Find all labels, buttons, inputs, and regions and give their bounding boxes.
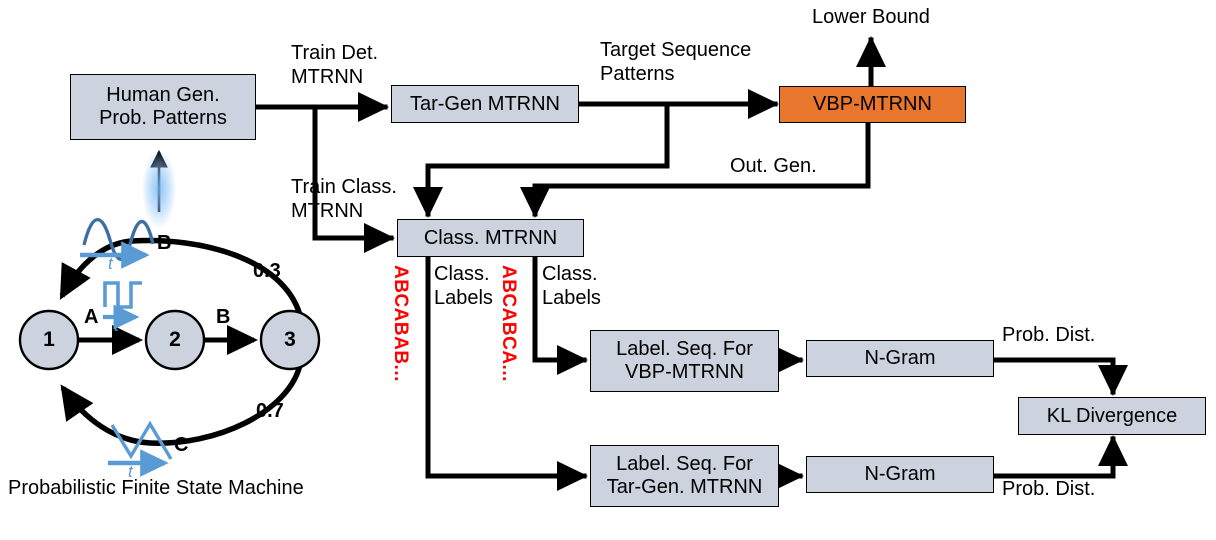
waveform-triangle: [108, 420, 173, 477]
node-vbp-mtrnn-label: VBP-MTRNN: [813, 93, 932, 115]
edge-label-prob-dist-bottom: Prob. Dist.: [1002, 478, 1096, 500]
node-kl-divergence[interactable]: KL Divergence: [1018, 397, 1206, 435]
edge-label-target-seq: Target Sequence Patterns: [600, 39, 752, 85]
fsm-state-label-2: 2: [169, 328, 181, 351]
edge-targen-feedback: [413, 101, 670, 218]
edge-prob-dist-bottom: [990, 435, 1128, 479]
node-ngram-top[interactable]: N-Gram: [806, 340, 994, 377]
node-label-seq-vbp-label: Label. Seq. For VBP-MTRNN: [616, 338, 753, 383]
node-tar-gen-mtrnn-label: Tar-Gen MTRNN: [409, 92, 560, 115]
glow-highlight: [142, 150, 176, 228]
edge-prob-dist-top: [990, 357, 1128, 396]
node-human-gen[interactable]: Human Gen. Prob. Patterns: [70, 74, 256, 140]
edge-label-prob-dist-top: Prob. Dist.: [1002, 324, 1096, 346]
fsm-caption: Probabilistic Finite State Machine: [8, 477, 304, 499]
node-ngram-top-label: N-Gram: [864, 347, 936, 369]
sequence-label-right: ABCABCA...: [498, 265, 519, 382]
node-human-gen-label: Human Gen. Prob. Patterns: [99, 84, 227, 129]
edge-label-lower-bound: Lower Bound: [812, 6, 930, 28]
fsm-transition-symbol-b: B: [216, 306, 231, 328]
node-ngram-bottom-label: N-Gram: [864, 463, 936, 485]
edge-label-train-class: Train Class. MTRNN: [291, 176, 397, 222]
waveform-square: [103, 281, 142, 330]
fsm-state-label-3: 3: [284, 328, 296, 351]
node-class-mtrnn[interactable]: Class. MTRNN: [397, 219, 584, 257]
fsm-state-circle-1: [18, 309, 80, 371]
waveform-axis-label-square: t: [114, 316, 119, 335]
fsm-transition-prob-07: 0.7: [256, 400, 284, 422]
waveform-axis-label-sine: t: [108, 254, 113, 273]
fsm-transition-symbol-a: A: [84, 306, 99, 328]
node-label-seq-tar[interactable]: Label. Seq. For Tar-Gen. MTRNN: [590, 445, 779, 507]
node-label-seq-tar-label: Label. Seq. For Tar-Gen. MTRNN: [606, 453, 763, 498]
waveform-symbol-b: B: [157, 232, 172, 254]
fsm-graph: [18, 237, 321, 446]
edge-label-class-labels-right: Class. Labels: [542, 263, 601, 309]
waveform-symbol-c: C: [174, 434, 189, 456]
fsm-state-circle-2: [144, 309, 206, 371]
fsm-edge-3-to-1-bottom: [60, 364, 303, 446]
edge-out-gen: [520, 119, 871, 218]
edge-label-out-gen: Out. Gen.: [730, 155, 817, 177]
edge-train-class: [312, 104, 395, 253]
waveform-axis-label-triangle: t: [128, 462, 133, 481]
node-kl-divergence-label: KL Divergence: [1046, 404, 1178, 427]
node-ngram-bottom[interactable]: N-Gram: [806, 456, 994, 493]
waveform-sine: [80, 217, 155, 269]
edge-class-labels-right: [532, 253, 588, 375]
sequence-label-left: ABCABAB...: [390, 265, 411, 382]
fsm-state-circle-3: [259, 309, 321, 371]
node-class-mtrnn-label: Class. MTRNN: [423, 226, 558, 249]
node-tar-gen-mtrnn[interactable]: Tar-Gen MTRNN: [391, 85, 579, 123]
node-vbp-mtrnn[interactable]: VBP-MTRNN: [779, 86, 966, 123]
edge-class-labels-left: [425, 253, 588, 491]
fsm-state-label-1: 1: [43, 328, 55, 351]
edge-label-class-labels-left: Class. Labels: [434, 263, 493, 309]
edge-label-train-det: Train Det. MTRNN: [291, 42, 379, 88]
pipeline-connectors: [253, 36, 1128, 491]
node-label-seq-vbp[interactable]: Label. Seq. For VBP-MTRNN: [590, 330, 779, 392]
fsm-transition-prob-03: 0.3: [253, 260, 281, 282]
